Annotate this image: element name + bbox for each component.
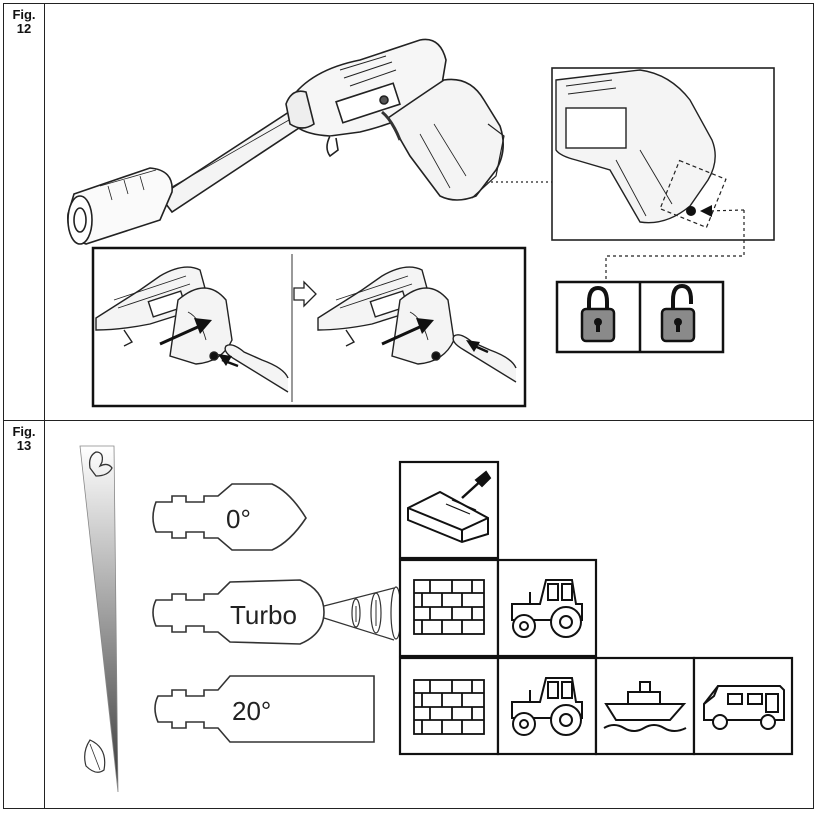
row-divider: [3, 420, 814, 421]
lock-state-panel: [555, 280, 725, 354]
lock-detail-inset: [551, 67, 775, 280]
brick-wall-icon: [413, 679, 485, 735]
pressure-intensity-scale: [79, 445, 119, 793]
fig12-label-number: 12: [16, 21, 32, 36]
strength-arm-icon: [88, 451, 113, 477]
nozzle-0-label: 0°: [226, 504, 251, 534]
tractor-icon: [511, 579, 583, 638]
leaf-icon: [84, 739, 106, 773]
nozzle-twenty-degree: [154, 675, 375, 743]
wood-surface-icon: [407, 470, 492, 544]
nozzle-turbo: [152, 579, 402, 645]
fig12-label: Fig. 12: [6, 8, 42, 36]
padlock-unlocked-icon: [660, 283, 696, 343]
padlock-locked-icon: [580, 285, 616, 343]
figure-table: [3, 3, 814, 809]
fig13-label: Fig. 13: [6, 425, 42, 453]
fig13-label-number: 13: [16, 438, 32, 453]
lock-steps-panel: [91, 246, 527, 408]
brick-wall-icon: [413, 579, 485, 635]
column-divider: [44, 3, 45, 809]
fig12-label-text: Fig.: [12, 7, 36, 22]
nozzle-zero-degree: [152, 483, 307, 551]
nozzle-turbo-label: Turbo: [230, 600, 297, 630]
camper-van-icon: [703, 685, 785, 730]
fig13-label-text: Fig.: [12, 424, 36, 439]
tractor-icon: [511, 677, 583, 736]
step-2-illustration: [317, 266, 517, 383]
boat-icon: [603, 681, 687, 732]
nozzle-20-label: 20°: [232, 696, 271, 726]
step-1-illustration: [95, 266, 289, 393]
spray-gun-illustration: [67, 38, 505, 245]
arrow-right-icon: [293, 280, 317, 308]
